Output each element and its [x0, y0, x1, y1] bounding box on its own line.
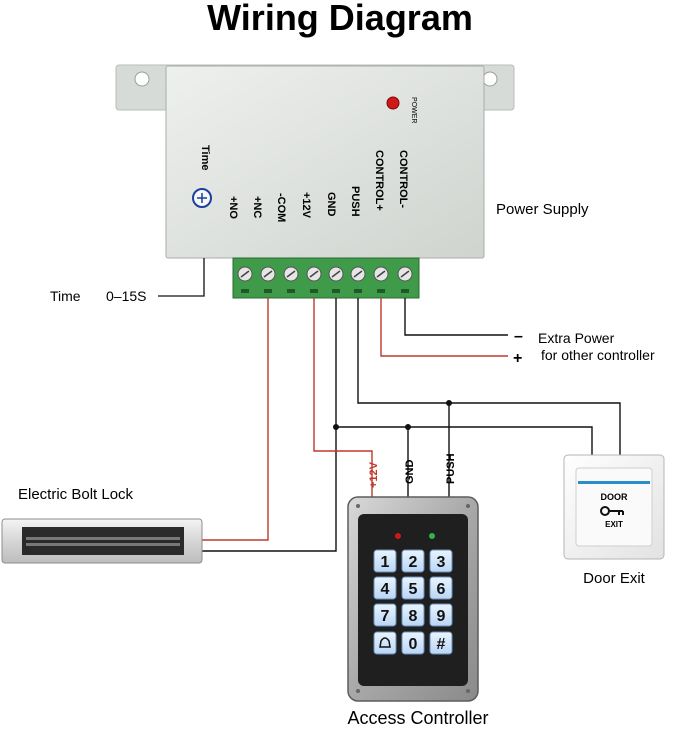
controller-wire-label-12v: +12V [368, 461, 380, 488]
power-led-label: POWER [410, 97, 417, 123]
terminal-label-no: +NO [227, 196, 239, 219]
keypad-key-label: 4 [381, 581, 390, 598]
keypad-key-1[interactable]: 1 [373, 549, 397, 573]
door-exit-pushbutton[interactable] [575, 467, 653, 547]
terminal-label-control-minus: CONTROL- [397, 150, 409, 208]
keypad-key-3[interactable]: 3 [429, 549, 453, 573]
terminal-labels: +NO +NC -COM +12V GND PUSH CONTROL+ CONT… [227, 150, 409, 222]
terminal-label-push: PUSH [349, 186, 361, 217]
bell-icon [379, 637, 391, 648]
keypad-key-0[interactable]: 0 [401, 631, 425, 655]
electric-bolt-lock [1, 518, 203, 564]
controller-wire-label-gnd: GND [404, 460, 416, 485]
keypad-key-hash[interactable]: # [429, 631, 453, 655]
terminal-label-com: -COM [275, 193, 287, 222]
mount-hole-right [482, 71, 498, 87]
keypad-key-label: 2 [409, 554, 418, 571]
keypad-key-label: 7 [381, 608, 390, 625]
page-title: Wiring Diagram [207, 0, 473, 38]
keypad-key-label: 5 [409, 581, 418, 598]
wire-nc-lock [202, 298, 269, 541]
terminal-label-control-plus: CONTROL+ [373, 150, 385, 211]
lock-face [22, 527, 184, 555]
extra-power-plus-sign: + [513, 350, 522, 367]
power-led-icon [386, 96, 400, 110]
power-supply-case [165, 65, 485, 259]
mount-hole-left [134, 71, 150, 87]
power-supply-label: Power Supply [496, 201, 589, 218]
access-controller-keypad: 1 2 3 4 5 6 7 8 9 0 # [347, 496, 479, 702]
keypad-key-label: 9 [437, 608, 446, 625]
keypad-key-label: 1 [381, 554, 390, 571]
keypad-key-6[interactable]: 6 [429, 576, 453, 600]
door-exit-button[interactable]: DOOR EXIT [563, 454, 665, 560]
door-exit-text-top: DOOR [601, 492, 629, 502]
keypad-key-4[interactable]: 4 [373, 576, 397, 600]
wire-push [357, 298, 621, 455]
keypad-key-7[interactable]: 7 [373, 603, 397, 627]
keypad-key-label: 3 [437, 554, 446, 571]
wire-gnd [202, 298, 337, 552]
time-note-label: Time [50, 288, 81, 304]
keypad-key-8[interactable]: 8 [401, 603, 425, 627]
time-knob-label: Time [199, 145, 211, 170]
keypad-key-5[interactable]: 5 [401, 576, 425, 600]
time-leader-line [158, 258, 205, 297]
extra-power-sublabel: for other controller [541, 347, 655, 363]
door-exit-text-bottom: EXIT [605, 520, 623, 529]
keypad-key-label: 8 [409, 608, 418, 625]
keypad-key-2[interactable]: 2 [401, 549, 425, 573]
controller-wire-label-push: PUSH [445, 453, 457, 484]
extra-power-label: Extra Power [538, 330, 615, 346]
extra-power-minus-sign: – [514, 328, 523, 345]
terminal-block-body [232, 257, 420, 299]
wire-extra-power-minus [404, 298, 508, 336]
terminal-label-gnd: GND [325, 192, 337, 217]
terminal-screws [237, 266, 413, 293]
door-exit-label: Door Exit [583, 570, 646, 587]
key-icon [600, 506, 624, 516]
terminal-label-12v: +12V [300, 192, 312, 219]
keypad-led-red-icon [395, 533, 401, 539]
access-controller-label: Access Controller [347, 708, 488, 728]
terminal-label-nc: +NC [251, 196, 263, 218]
keypad-keys: 1 2 3 4 5 6 7 8 9 0 # [373, 549, 453, 655]
wire-12v [313, 298, 373, 497]
wire-extra-power-plus [380, 298, 508, 357]
keypad-key-9[interactable]: 9 [429, 603, 453, 627]
keypad-key-label: 6 [437, 581, 446, 598]
keypad-led-green-icon [429, 533, 435, 539]
keypad-key-label: 0 [409, 636, 418, 653]
terminal-block [232, 257, 420, 299]
lock-label: Electric Bolt Lock [18, 486, 134, 503]
keypad-key-label: # [437, 636, 446, 653]
keypad-key-bell[interactable] [373, 631, 397, 655]
wire-gnd-door-exit [336, 426, 593, 455]
power-supply-unit: POWER Time +NO +NC -COM +12V GND PUSH CO… [115, 64, 515, 259]
time-note-value: 0–15S [106, 288, 146, 304]
wires [202, 298, 621, 552]
keypad-face [358, 514, 468, 686]
